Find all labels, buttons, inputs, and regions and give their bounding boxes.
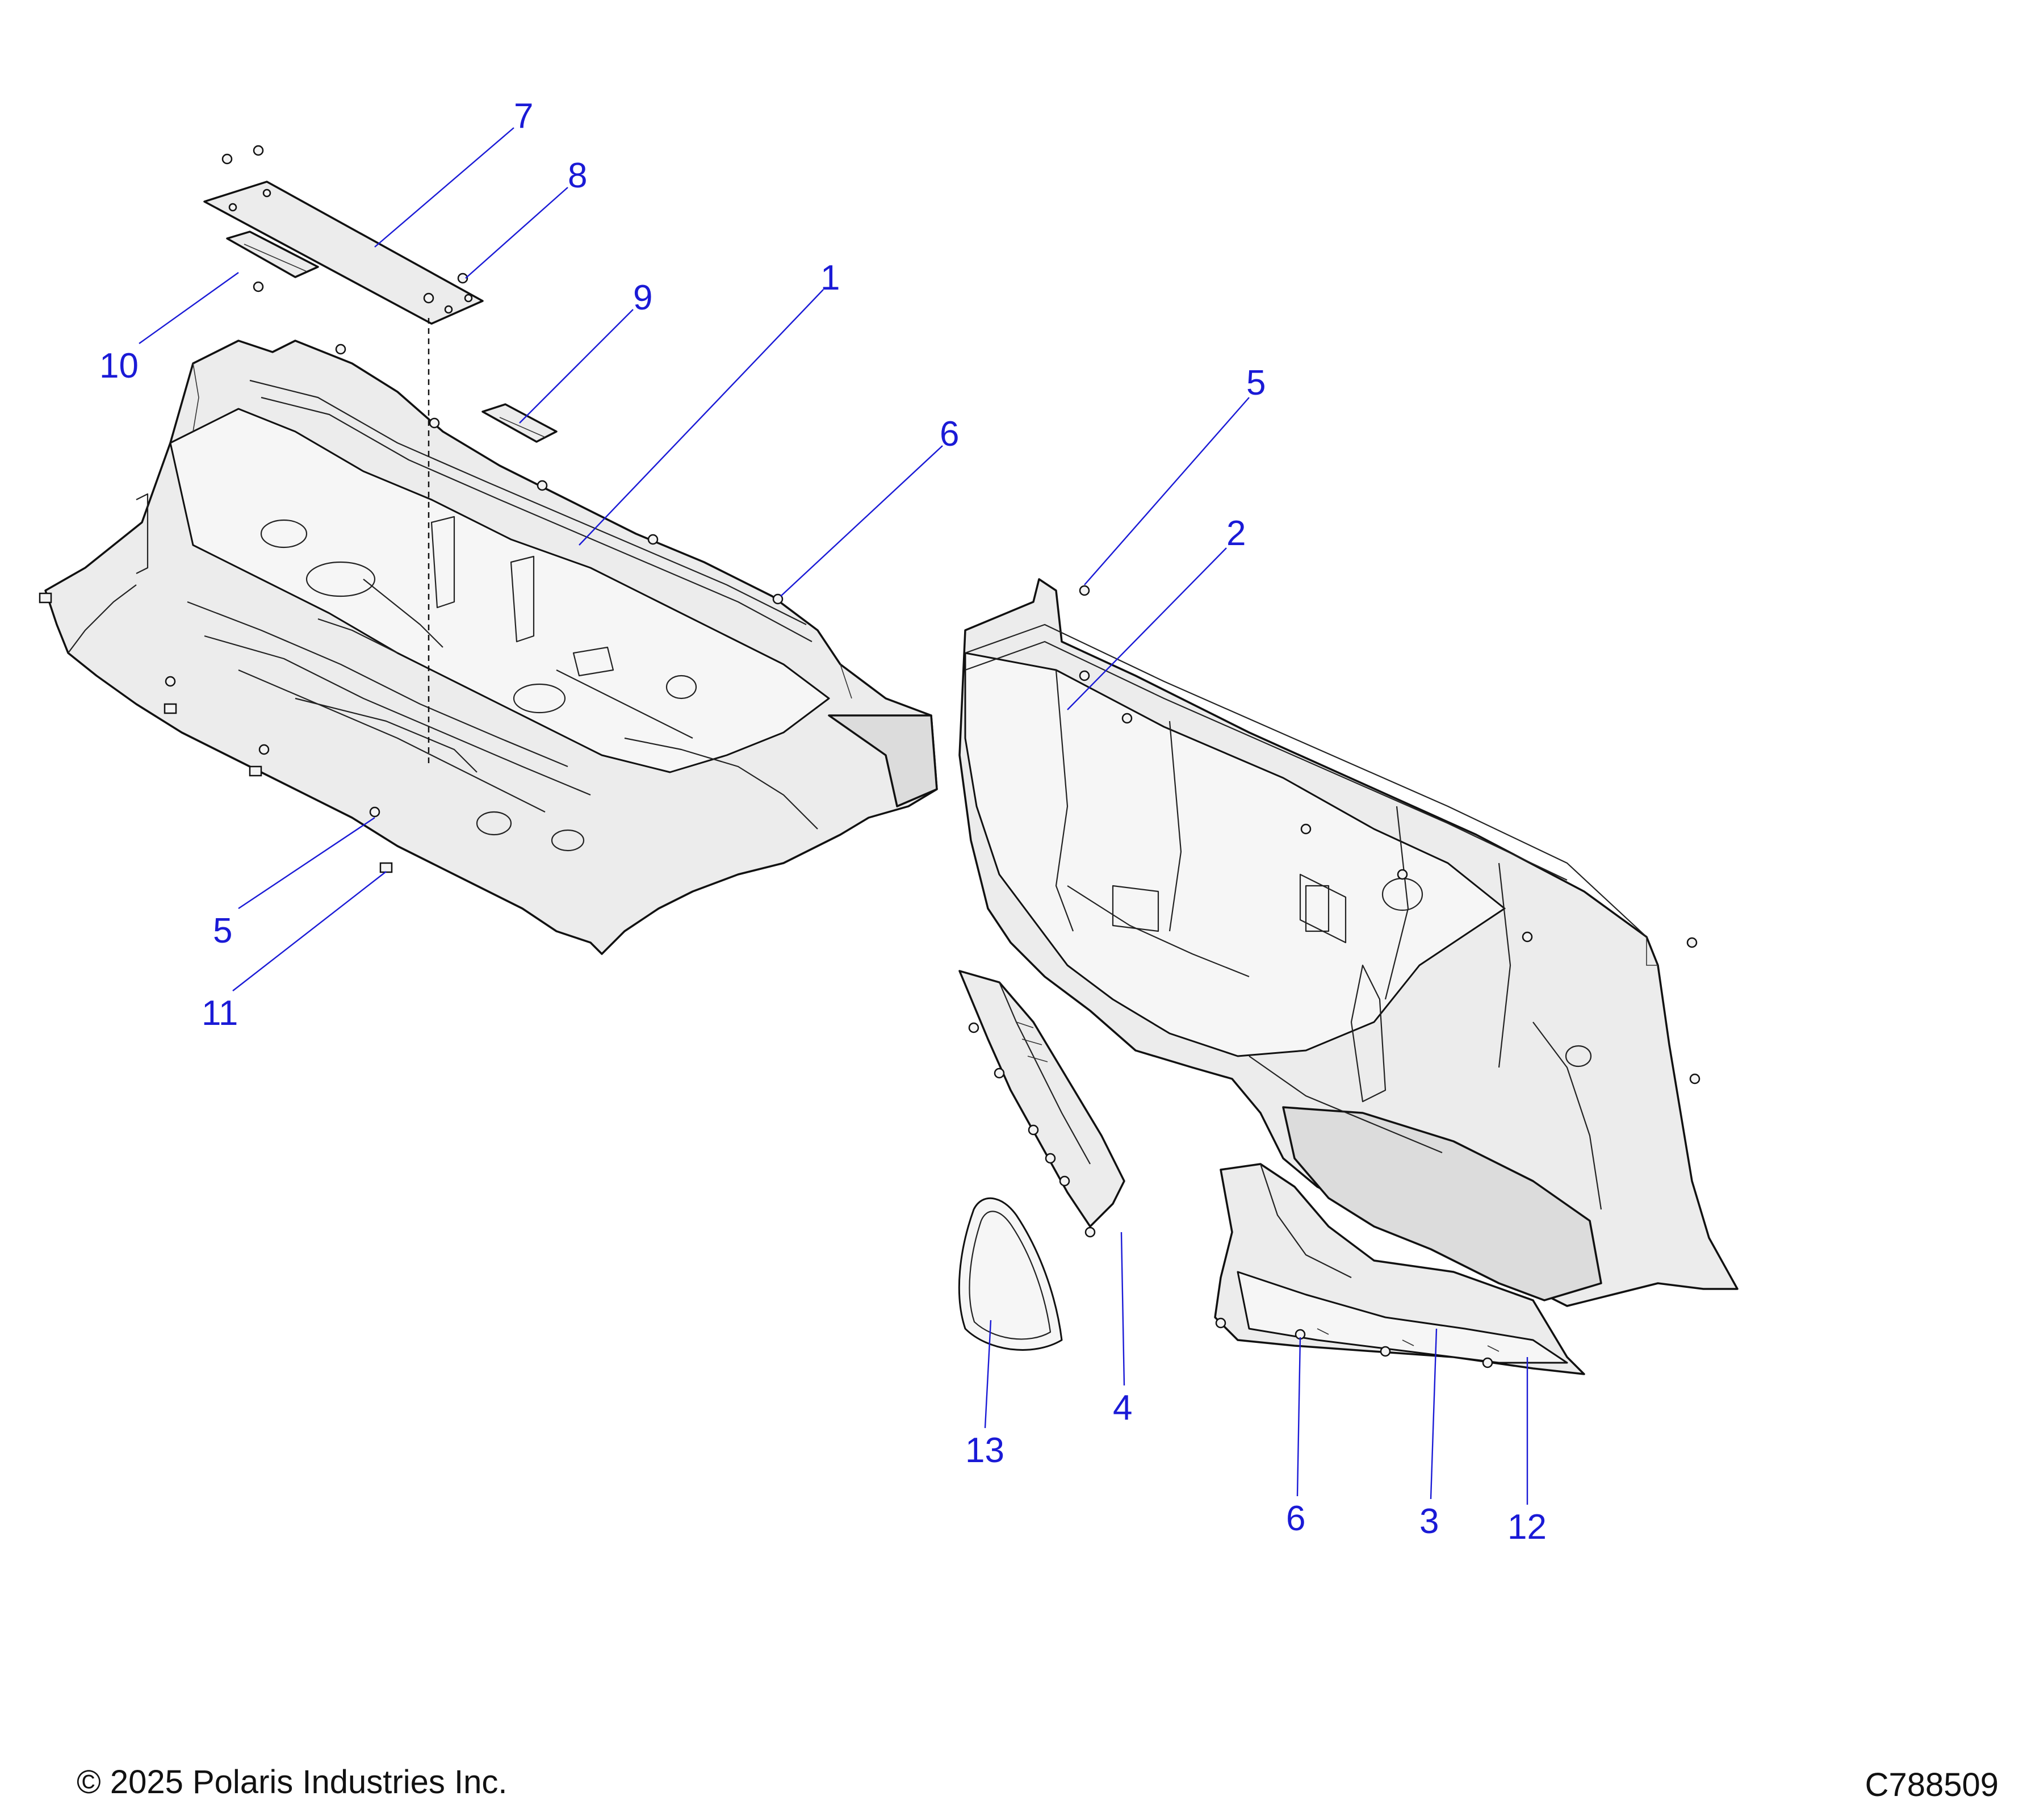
- leader-8: [465, 187, 568, 279]
- callout-11: 11: [202, 994, 238, 1033]
- leader-1: [579, 289, 824, 546]
- callout-12: 12: [1507, 1508, 1547, 1547]
- callout-labels: 7 8 10 9 1 6 5 2 5 11 13 4 6 3 12: [99, 97, 1547, 1547]
- callout-10: 10: [99, 346, 139, 386]
- callout-7: 7: [514, 97, 533, 136]
- leader-4: [1120, 1232, 1125, 1386]
- copyright-notice: © 2025 Polaris Industries Inc.: [77, 1764, 508, 1801]
- callout-13: 13: [965, 1431, 1004, 1470]
- fasteners: [39, 145, 1700, 1368]
- callout-1: 1: [820, 258, 840, 298]
- leader-11: [232, 871, 387, 991]
- callout-9: 9: [633, 278, 652, 317]
- leader-10: [139, 272, 239, 344]
- callout-6b: 6: [1286, 1499, 1305, 1538]
- callout-6a: 6: [940, 415, 959, 454]
- part-1-dash-panel: [44, 340, 938, 955]
- leader-2: [1067, 547, 1227, 710]
- part-3-lower-shield: [1214, 1163, 1585, 1375]
- leader-13: [984, 1320, 992, 1429]
- callout-2: 2: [1226, 514, 1246, 553]
- leader-lines: [139, 127, 1528, 1505]
- drawing-number: C788509: [1865, 1766, 1999, 1803]
- callout-3: 3: [1419, 1502, 1439, 1541]
- callout-8: 8: [568, 156, 587, 195]
- part-7-top-plate: [203, 181, 484, 325]
- part-10-pad: [226, 231, 319, 278]
- leader-6a: [780, 445, 943, 597]
- leader-6b: [1296, 1337, 1301, 1497]
- leader-5b: [238, 817, 375, 909]
- callout-5a: 5: [1246, 363, 1266, 403]
- callout-5b: 5: [213, 911, 232, 951]
- leader-9: [519, 309, 634, 424]
- callout-4: 4: [1113, 1388, 1132, 1427]
- part-13-seal: [958, 1197, 1063, 1351]
- leader-5a: [1084, 397, 1250, 585]
- leader-7: [374, 127, 514, 248]
- part-4-side-panel: [958, 970, 1125, 1228]
- leader-3: [1430, 1328, 1438, 1500]
- part-2-firewall-panel: [958, 578, 1739, 1307]
